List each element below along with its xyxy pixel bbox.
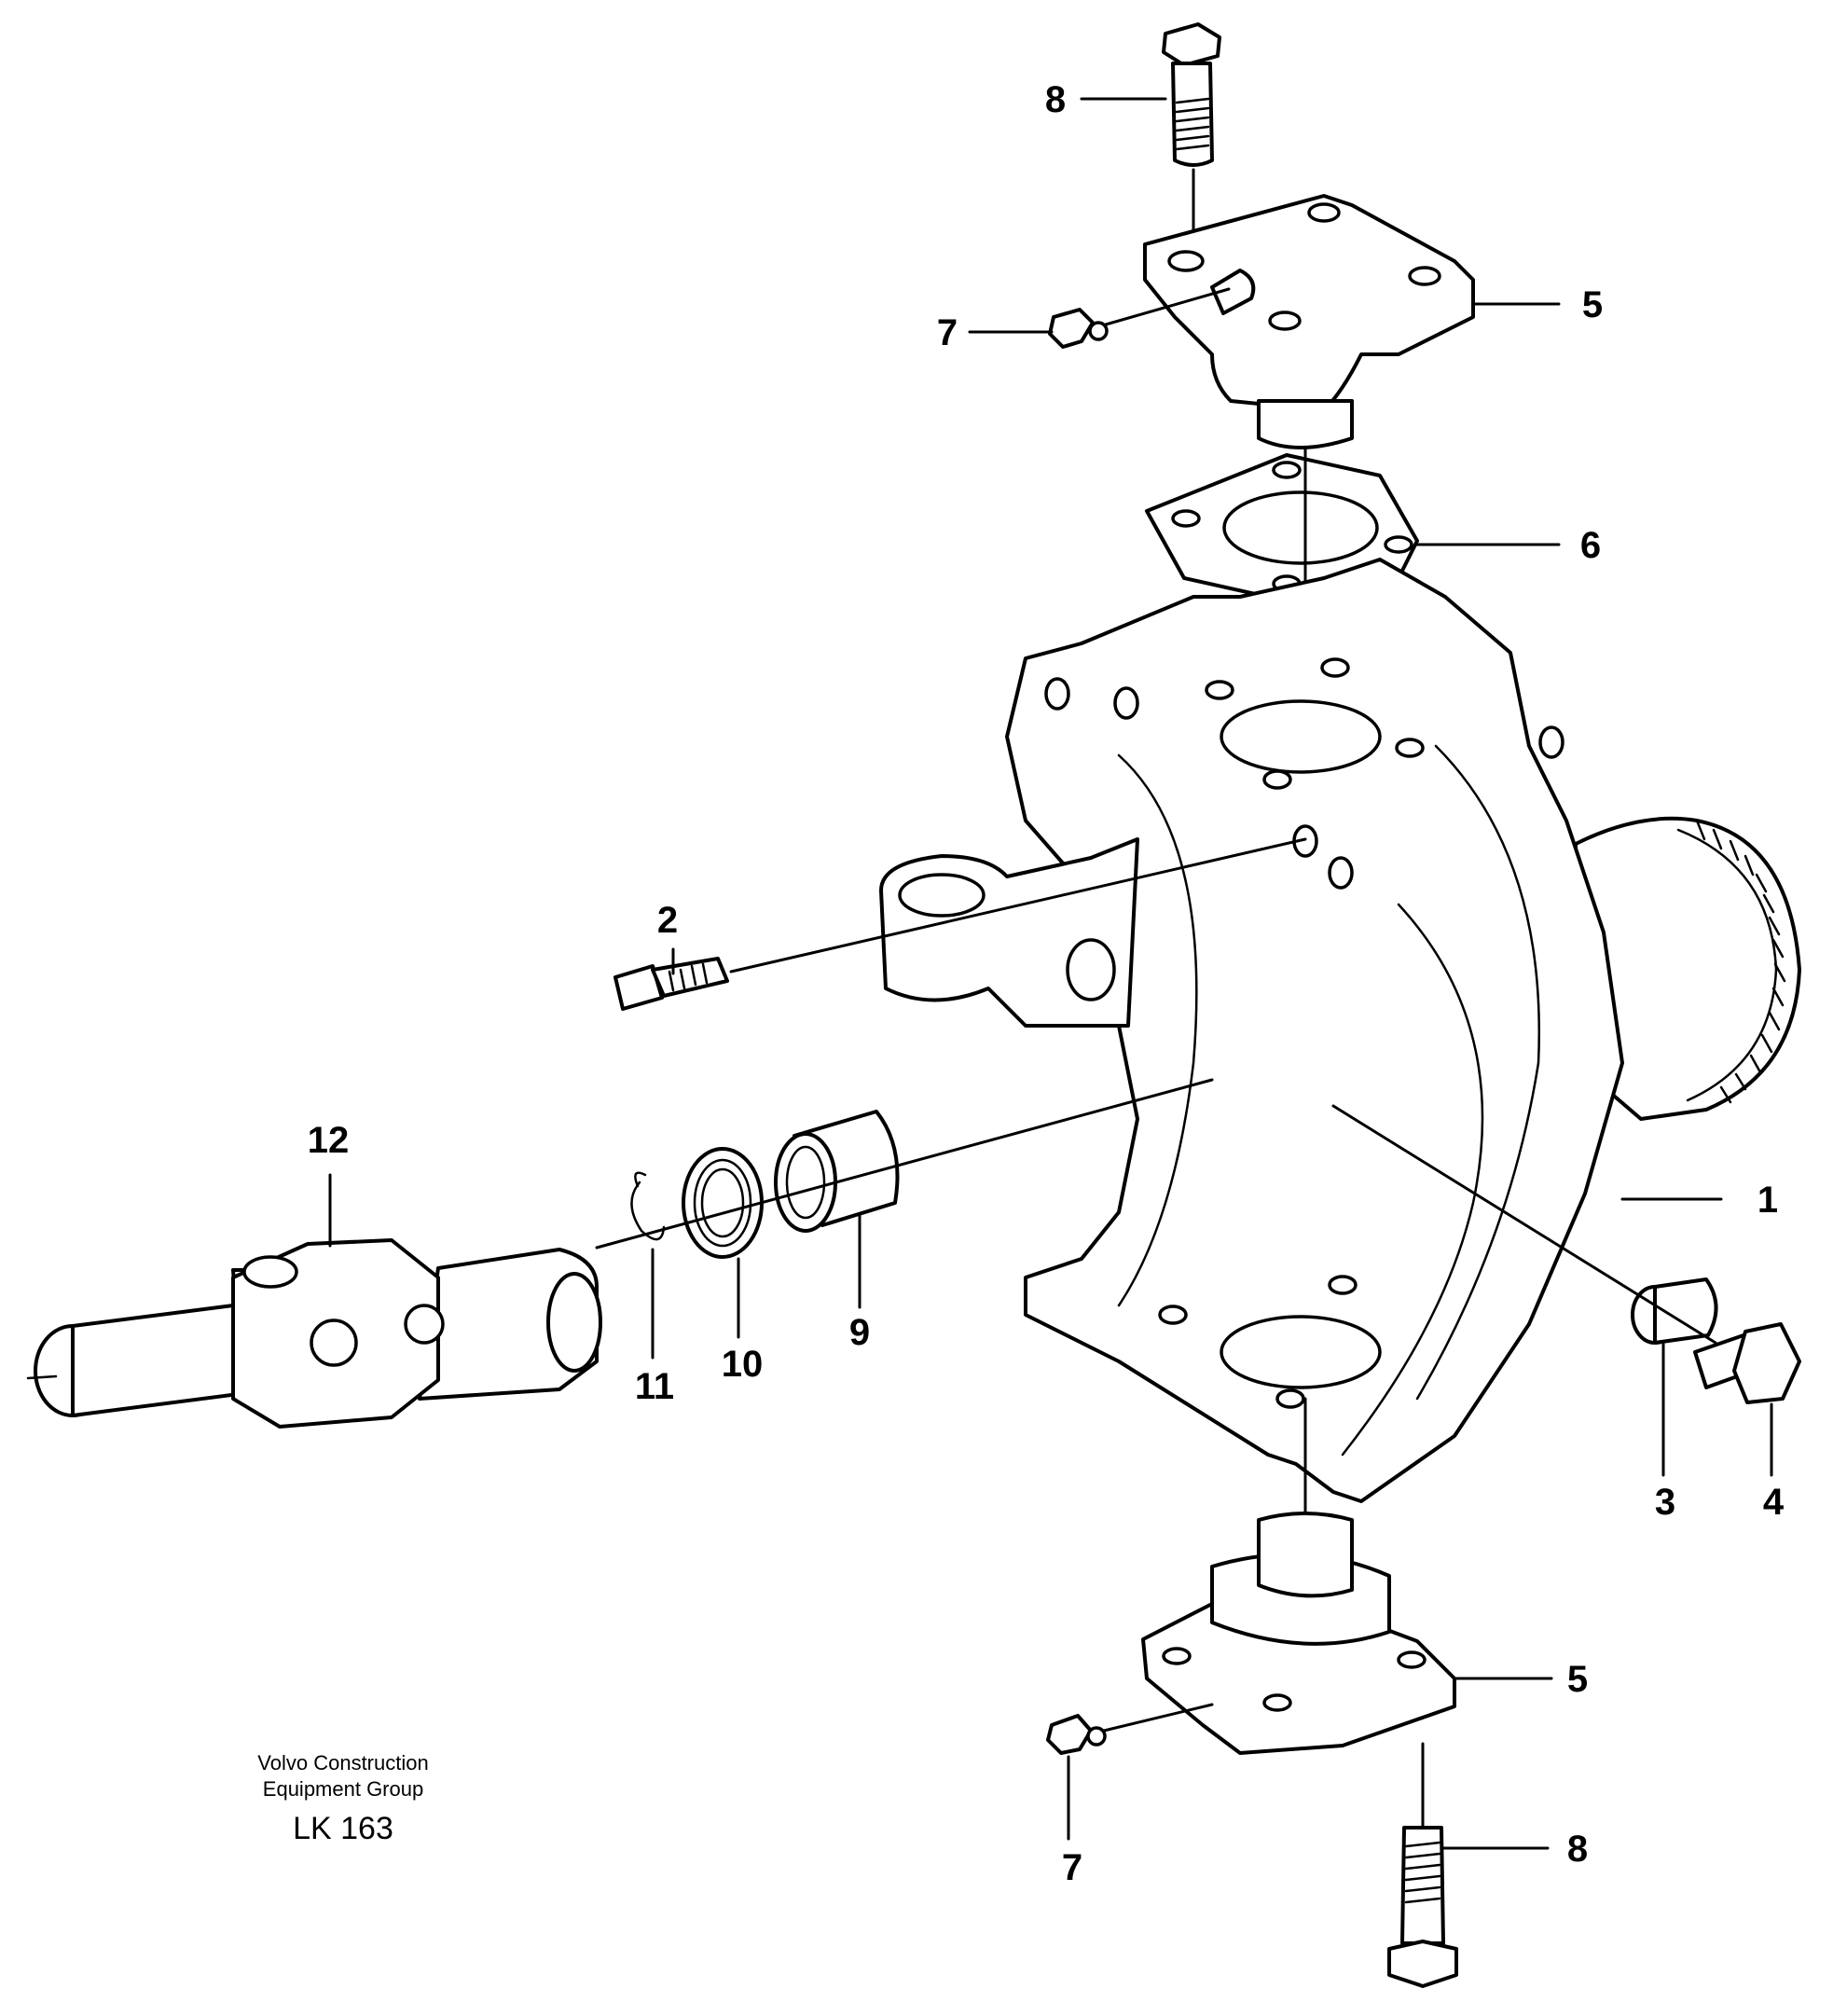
callout-2: 2 [657, 900, 678, 941]
footer-company-line2: Equipment Group [263, 1777, 423, 1801]
grease-nipple-bottom [1046, 1714, 1107, 1755]
screw [613, 957, 729, 1011]
axis-nipple-top [1104, 287, 1231, 326]
footer-company-line1: Volvo Construction [257, 1751, 428, 1774]
bearing-cover-bottom [1141, 1512, 1456, 1755]
bolt-bottom [1387, 1826, 1458, 1988]
bearing-cover-top [1143, 194, 1475, 449]
universal-joint-shaft [26, 1238, 602, 1429]
gasket [1145, 453, 1419, 599]
callout-5-bottom: 5 [1567, 1659, 1588, 1700]
callout-9: 9 [849, 1312, 870, 1353]
axis-shaft [595, 1078, 1214, 1250]
bolt-top [1162, 22, 1221, 167]
footer-figure-code: LK 163 [293, 1811, 393, 1846]
callout-5-top: 5 [1582, 284, 1603, 325]
seal-ring [682, 1147, 764, 1259]
grease-nipple-top [1048, 308, 1109, 349]
sleeve [1631, 1277, 1718, 1345]
callout-7-bottom: 7 [1062, 1847, 1082, 1888]
leader-lines [328, 97, 1773, 1850]
callout-11: 11 [635, 1366, 674, 1407]
callout-6: 6 [1580, 525, 1601, 566]
axis-screw [729, 837, 1307, 973]
callout-10: 10 [722, 1344, 764, 1385]
axis-nipple-bottom [1102, 1703, 1214, 1733]
callout-8-top: 8 [1045, 79, 1066, 120]
callout-4: 4 [1763, 1482, 1785, 1523]
bushing [774, 1110, 900, 1233]
callout-1: 1 [1757, 1180, 1778, 1221]
callout-7-top: 7 [937, 312, 958, 353]
steering-knuckle [879, 558, 1801, 1503]
callout-8-bottom: 8 [1567, 1829, 1588, 1870]
circlip [630, 1171, 666, 1241]
axis-bolt-right [1331, 1104, 1717, 1345]
bolt-right [1693, 1322, 1801, 1404]
callout-12: 12 [308, 1120, 350, 1161]
callout-3: 3 [1655, 1482, 1675, 1523]
